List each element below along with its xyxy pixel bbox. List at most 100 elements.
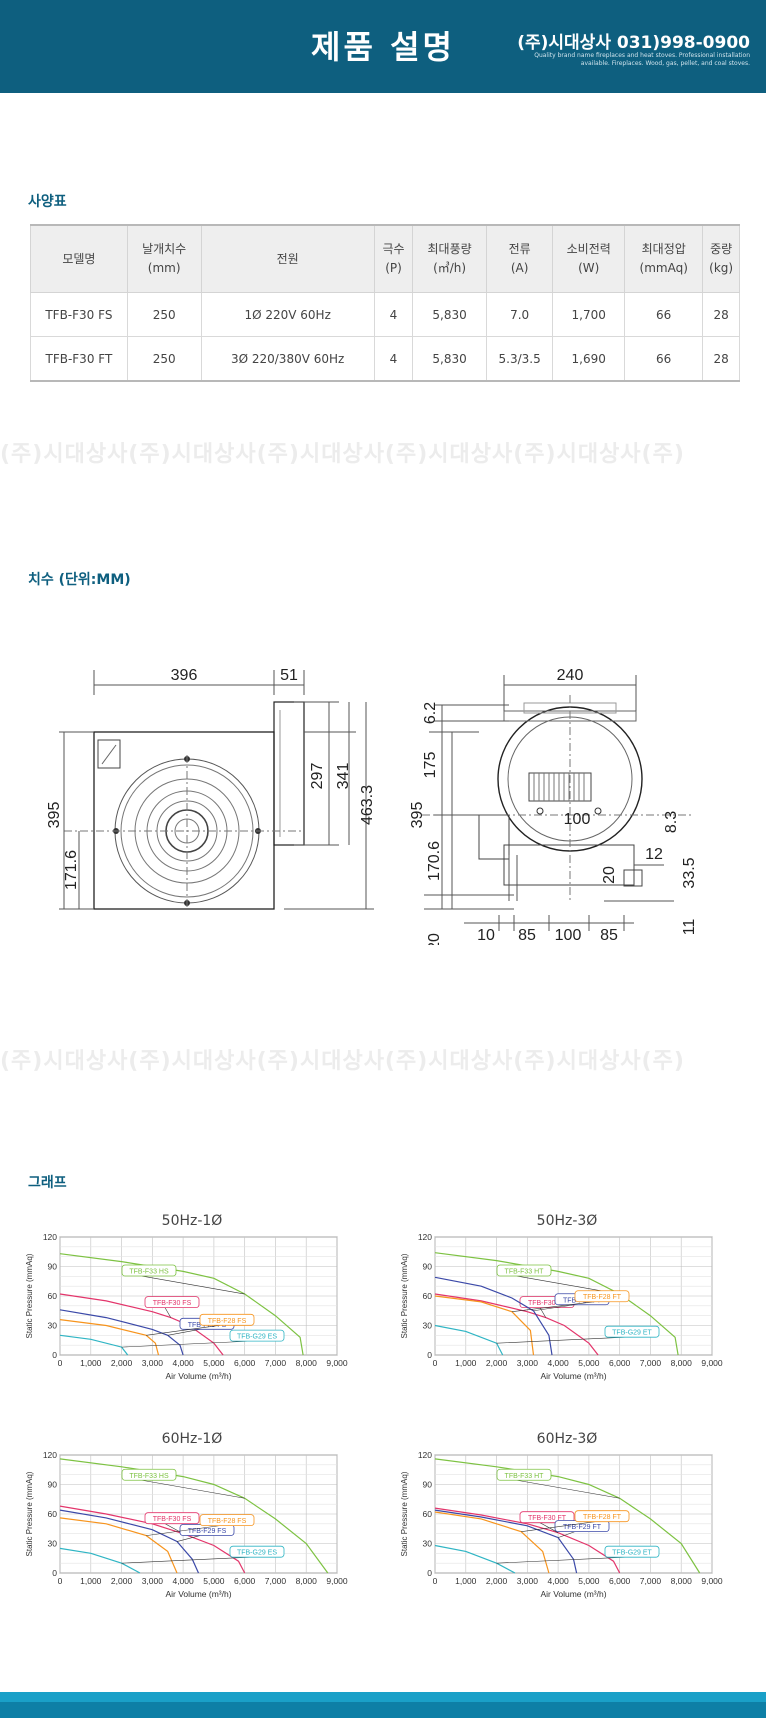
x-tick-label: 3,000	[517, 1358, 539, 1368]
footer-bar	[0, 1692, 766, 1702]
footer-bar	[0, 1702, 766, 1718]
side-lower-label: 170.6	[426, 841, 443, 881]
legend-box	[604, 1325, 660, 1338]
series-label: TFB-F30 FS	[153, 1516, 192, 1523]
y-tick-label: 30	[423, 1539, 433, 1549]
y-tick-label: 90	[423, 1262, 433, 1272]
side-outlet-label: 100	[564, 811, 591, 828]
legend-box	[496, 1468, 552, 1481]
legend-leader	[146, 1325, 221, 1336]
spec-cell: 5,830	[412, 292, 487, 337]
legend-leader	[146, 1525, 221, 1536]
x-tick-label: 9,000	[701, 1576, 723, 1586]
series-label: TFB-F33 HT	[505, 1473, 545, 1480]
y-tick-label: 30	[423, 1321, 433, 1331]
x-tick-label: 3,000	[517, 1576, 539, 1586]
legend-leader	[141, 1275, 245, 1295]
legend-box	[199, 1514, 255, 1527]
side-b4-label: 85	[600, 927, 618, 944]
x-tick-label: 7,000	[640, 1576, 662, 1586]
series-label: TFB-F28 FS	[208, 1518, 247, 1525]
series-label: TFB-F30 FS	[153, 1300, 192, 1307]
page-title: 제품 설명	[311, 28, 455, 66]
side-b3-label: 100	[555, 927, 582, 944]
company-tagline: Quality brand name fireplaces and heat s…	[534, 52, 750, 67]
series-line	[434, 1509, 578, 1574]
spec-header: 최대풍량(㎥/h)	[412, 224, 487, 293]
legend-box	[229, 1329, 285, 1342]
legend-leader	[558, 1531, 576, 1538]
table-row: TFB-F30 FT 250 3Ø 220/380V 60Hz 4 5,830 …	[30, 336, 740, 382]
series-label: TFB-F28 FT	[583, 1514, 622, 1521]
x-tick-label: 0	[433, 1576, 438, 1586]
side-offset-label: 8.3	[663, 811, 680, 833]
spec-cell: 4	[373, 336, 414, 382]
spec-header: 날개치수(mm)	[126, 224, 202, 293]
x-tick-label: 7,000	[265, 1358, 287, 1368]
spec-header-row: 모델명 날개치수(mm) 전원 극수(P) 최대풍량(㎥/h) 전류(A) 소비…	[30, 224, 740, 293]
x-tick-label: 2,000	[111, 1576, 133, 1586]
legend-leader	[496, 1336, 626, 1344]
y-axis-label: Static Pressure (mmAq)	[400, 1471, 409, 1556]
x-tick-label: 9,000	[326, 1576, 348, 1586]
x-tick-label: 7,000	[265, 1576, 287, 1586]
legend-leader	[496, 1556, 626, 1564]
spec-cell: 66	[624, 336, 704, 382]
y-axis-label: Static Pressure (mmAq)	[25, 1253, 34, 1338]
y-tick-label: 60	[48, 1291, 58, 1301]
x-tick-label: 1,000	[80, 1576, 102, 1586]
y-tick-label: 0	[427, 1350, 432, 1360]
spec-cell: 7.0	[485, 292, 554, 337]
side-b2-label: 85	[518, 927, 536, 944]
series-label: TFB-F29 FT	[563, 1524, 602, 1531]
series-label: TFB-G29 ES	[237, 1550, 277, 1557]
watermark: (주)시대상사(주)시대상사(주)시대상사(주)시대상사(주)시대상사(주)	[0, 442, 685, 467]
series-label: TFB-F30 FT	[528, 1300, 567, 1307]
series-line	[59, 1547, 141, 1574]
side-top-label: 6.2	[422, 702, 439, 724]
side-foot-label: 20	[601, 866, 618, 884]
x-tick-label: 6,000	[234, 1358, 256, 1368]
side-foot-height-label: 33.5	[681, 857, 698, 888]
series-line	[434, 1295, 535, 1356]
legend-box	[574, 1510, 630, 1523]
spec-table: 모델명 날개치수(mm) 전원 극수(P) 최대풍량(㎥/h) 전류(A) 소비…	[30, 224, 740, 382]
x-tick-label: 9,000	[326, 1358, 348, 1368]
series-label: TFB-F28 FS	[208, 1318, 247, 1325]
dimension-drawing: 396 51 297 341 463.3 395 171.6	[46, 667, 698, 945]
x-axis-label: Air Volume (m³/h)	[540, 1589, 606, 1599]
legend-box	[496, 1264, 552, 1277]
spec-cell: 5.3/3.5	[485, 336, 554, 382]
x-tick-label: 1,000	[80, 1358, 102, 1368]
spec-cell: 1Ø 220V 60Hz	[200, 292, 375, 337]
legend-box	[229, 1545, 285, 1558]
series-line	[59, 1509, 200, 1574]
spec-cell: 28	[702, 336, 740, 382]
spec-header: 소비전력(W)	[552, 224, 626, 293]
x-tick-label: 0	[58, 1576, 63, 1586]
x-tick-label: 2,000	[111, 1358, 133, 1368]
x-tick-label: 1,000	[455, 1576, 477, 1586]
x-tick-label: 6,000	[609, 1576, 631, 1586]
series-label: TFB-G29 ET	[612, 1330, 652, 1337]
x-tick-label: 6,000	[609, 1358, 631, 1368]
x-tick-label: 0	[58, 1358, 63, 1368]
spec-cell: 66	[624, 292, 704, 337]
legend-box	[574, 1290, 630, 1303]
x-tick-label: 2,000	[486, 1358, 508, 1368]
legend-leader	[167, 1329, 201, 1336]
x-tick-label: 5,000	[578, 1576, 600, 1586]
legend-leader	[539, 1307, 547, 1318]
front-depth-label: 51	[280, 667, 298, 684]
series-line	[59, 1253, 304, 1356]
legend-box	[199, 1313, 255, 1326]
series-line	[59, 1458, 329, 1574]
x-tick-label: 4,000	[547, 1576, 569, 1586]
side-b1-label: 10	[477, 927, 495, 944]
watermark: (주)시대상사(주)시대상사(주)시대상사(주)시대상사(주)시대상사(주)	[0, 1049, 685, 1074]
y-tick-label: 120	[418, 1232, 432, 1242]
x-tick-label: 8,000	[296, 1358, 318, 1368]
y-tick-label: 30	[48, 1539, 58, 1549]
y-tick-label: 60	[423, 1509, 433, 1519]
